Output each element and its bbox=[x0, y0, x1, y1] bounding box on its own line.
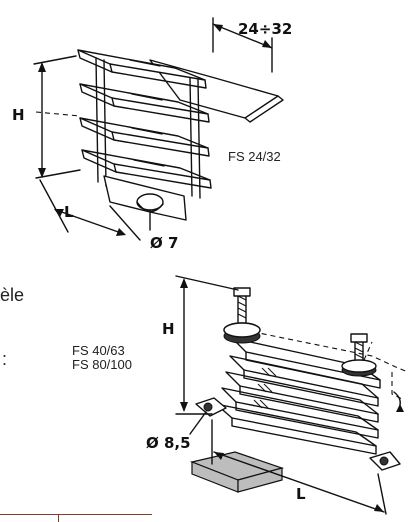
side-text-fragment-2: : bbox=[2, 349, 8, 369]
spring-leaves-top bbox=[77, 49, 212, 189]
dim-hole-label-top: Ø 7 bbox=[150, 234, 179, 252]
dim-height-label-bottom: H bbox=[162, 320, 175, 338]
dim-height-label-top: H bbox=[12, 106, 25, 124]
dim-width-label: 24÷32 bbox=[238, 20, 293, 38]
model-caption-bottom-2: FS 80/100 bbox=[72, 357, 132, 372]
dim-hole-label-bottom: Ø 8,5 bbox=[146, 434, 191, 452]
table-cell-divider bbox=[58, 514, 59, 522]
side-text-fragment-1: èle bbox=[0, 285, 25, 305]
table-top-rule bbox=[0, 514, 152, 515]
model-caption-top: FS 24/32 bbox=[228, 149, 281, 164]
model-caption-bottom-1: FS 40/63 bbox=[72, 343, 125, 358]
dim-length-label-top: L bbox=[64, 203, 74, 221]
dim-length-label-bottom: L bbox=[296, 485, 306, 503]
